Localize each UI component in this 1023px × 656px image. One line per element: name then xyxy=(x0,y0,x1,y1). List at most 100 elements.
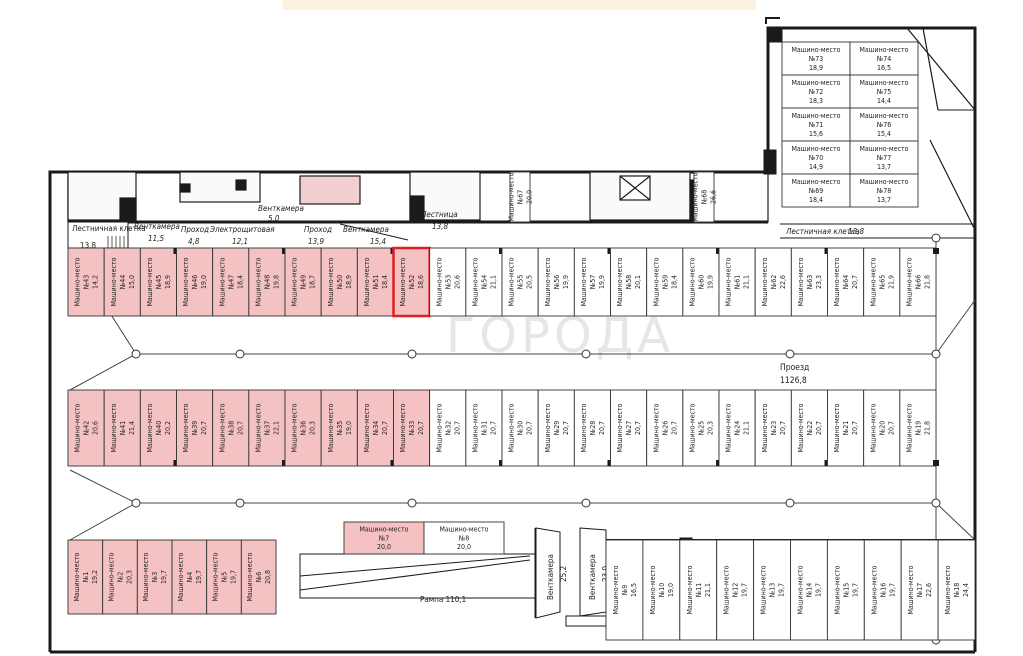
parking-spot-label: Машино-место xyxy=(399,403,407,452)
vent4-area: 25,2 xyxy=(559,566,568,582)
parking-spot-area: 22,6 xyxy=(925,583,933,597)
stair-mid-area: 13,8 xyxy=(432,222,448,231)
parking-spot-area: 20,0 xyxy=(457,543,471,551)
parking-spot-box xyxy=(102,539,138,615)
parking-spot-label: Машино-место xyxy=(860,46,909,54)
parking-spot-box xyxy=(790,539,828,641)
parking-spot-number: №78 xyxy=(876,187,892,195)
parking-spot-area: 20,7 xyxy=(887,421,895,435)
parking-spot-box xyxy=(356,389,394,467)
parking-spot-area: 21,1 xyxy=(743,275,751,289)
pass1-label: Проход xyxy=(181,225,209,234)
parking-spot-label: Машино-место xyxy=(797,403,805,452)
parking-spot-number: №3 xyxy=(151,572,159,584)
parking-spot-area: 18,4 xyxy=(236,275,244,289)
parking-spot-number: №74 xyxy=(876,55,892,63)
parking-spot-area: 20,7 xyxy=(815,421,823,435)
parking-spot-label: Машино-место xyxy=(792,46,841,54)
parking-spot-area: 19,7 xyxy=(195,570,203,584)
parking-spot-box xyxy=(781,107,851,142)
